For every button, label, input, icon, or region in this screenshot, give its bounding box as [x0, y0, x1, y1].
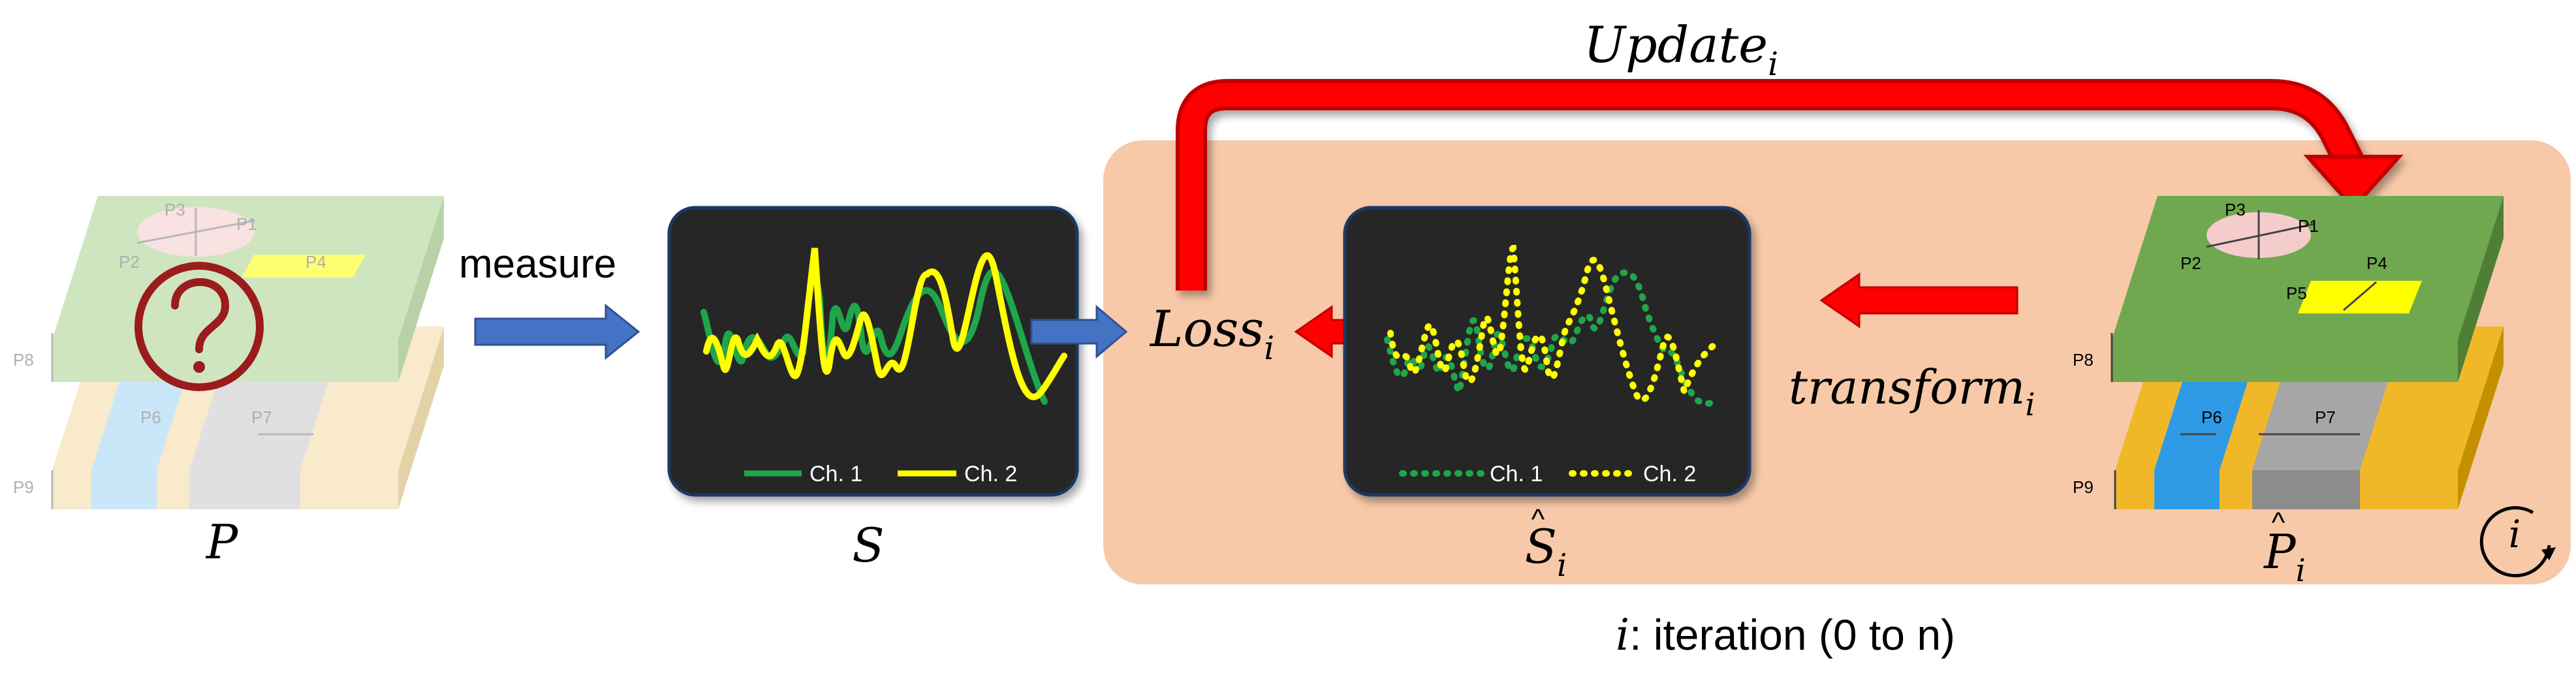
loop-variable-label: i — [2509, 512, 2521, 556]
param-label-p1: P1 — [236, 214, 257, 234]
estimated-ch2-curve — [1387, 244, 1720, 404]
legend-label-ch2: Ch. 2 — [964, 462, 1017, 486]
transform-label: transformi — [1789, 360, 2035, 423]
update-arrow — [1176, 79, 2404, 291]
param-label-p3: P3 — [165, 200, 185, 219]
param-label-p9-estimated: P9 — [2073, 477, 2094, 497]
measure-arrow — [474, 303, 640, 360]
param-label-p6: P6 — [140, 407, 161, 427]
estimated-ch1-curve — [1384, 269, 1720, 407]
param-label-p7-estimated: P7 — [2315, 407, 2336, 427]
param-label-p2-estimated: P2 — [2180, 253, 2201, 273]
param-label-p4: P4 — [306, 252, 326, 272]
estimated-model-p-hat: P3 P1 P2 P4 P5 P6 P7 P8 P9 — [2073, 196, 2504, 509]
unknown-model-p: P3 P1 P2 P4 P6 P7 P8 P9 — [13, 196, 444, 509]
transform-arrow — [1819, 272, 2018, 328]
legend-label-ch1: Ch. 1 — [809, 462, 862, 486]
label-measure: measure — [459, 242, 616, 287]
legend-label-ch1-estimated: Ch. 1 — [1490, 462, 1543, 486]
measured-signal-plot: Ch. 1 Ch. 2 — [700, 247, 1067, 486]
update-label: Updatei — [1584, 16, 1778, 83]
caption-s: S — [852, 518, 884, 573]
legend-label-ch2-estimated: Ch. 2 — [1643, 462, 1696, 486]
param-label-p9: P9 — [13, 477, 34, 497]
loop-icon: i — [2479, 506, 2556, 578]
param-label-p2: P2 — [119, 252, 140, 272]
param-label-p8: P8 — [13, 350, 34, 370]
signal-to-loss-arrow — [1030, 304, 1128, 359]
param-label-p8-estimated: P8 — [2073, 350, 2094, 370]
unknown-question-icon — [134, 262, 264, 391]
param-label-p6-estimated: P6 — [2201, 407, 2222, 427]
caption-p-hat-hat: ^ — [2272, 507, 2285, 539]
loss-label: Lossi — [1149, 300, 1274, 367]
iteration-caption: i: iteration (0 to n) — [1616, 610, 1955, 660]
estimated-signal-plot: Ch. 1 Ch. 2 — [1384, 244, 1720, 486]
caption-s-hat: Si — [1525, 519, 1567, 584]
measured-ch2-curve — [703, 247, 1067, 400]
param-label-p7: P7 — [251, 407, 272, 427]
param-label-p4-estimated: P4 — [2366, 253, 2387, 273]
param-label-p1-estimated: P1 — [2298, 216, 2319, 236]
caption-s-hat-hat: ^ — [1531, 503, 1545, 535]
caption-p: P — [205, 515, 239, 569]
caption-p-hat: Pi — [2263, 524, 2306, 589]
param-label-p3-estimated: P3 — [2225, 200, 2246, 219]
param-label-p5-estimated: P5 — [2286, 283, 2307, 303]
